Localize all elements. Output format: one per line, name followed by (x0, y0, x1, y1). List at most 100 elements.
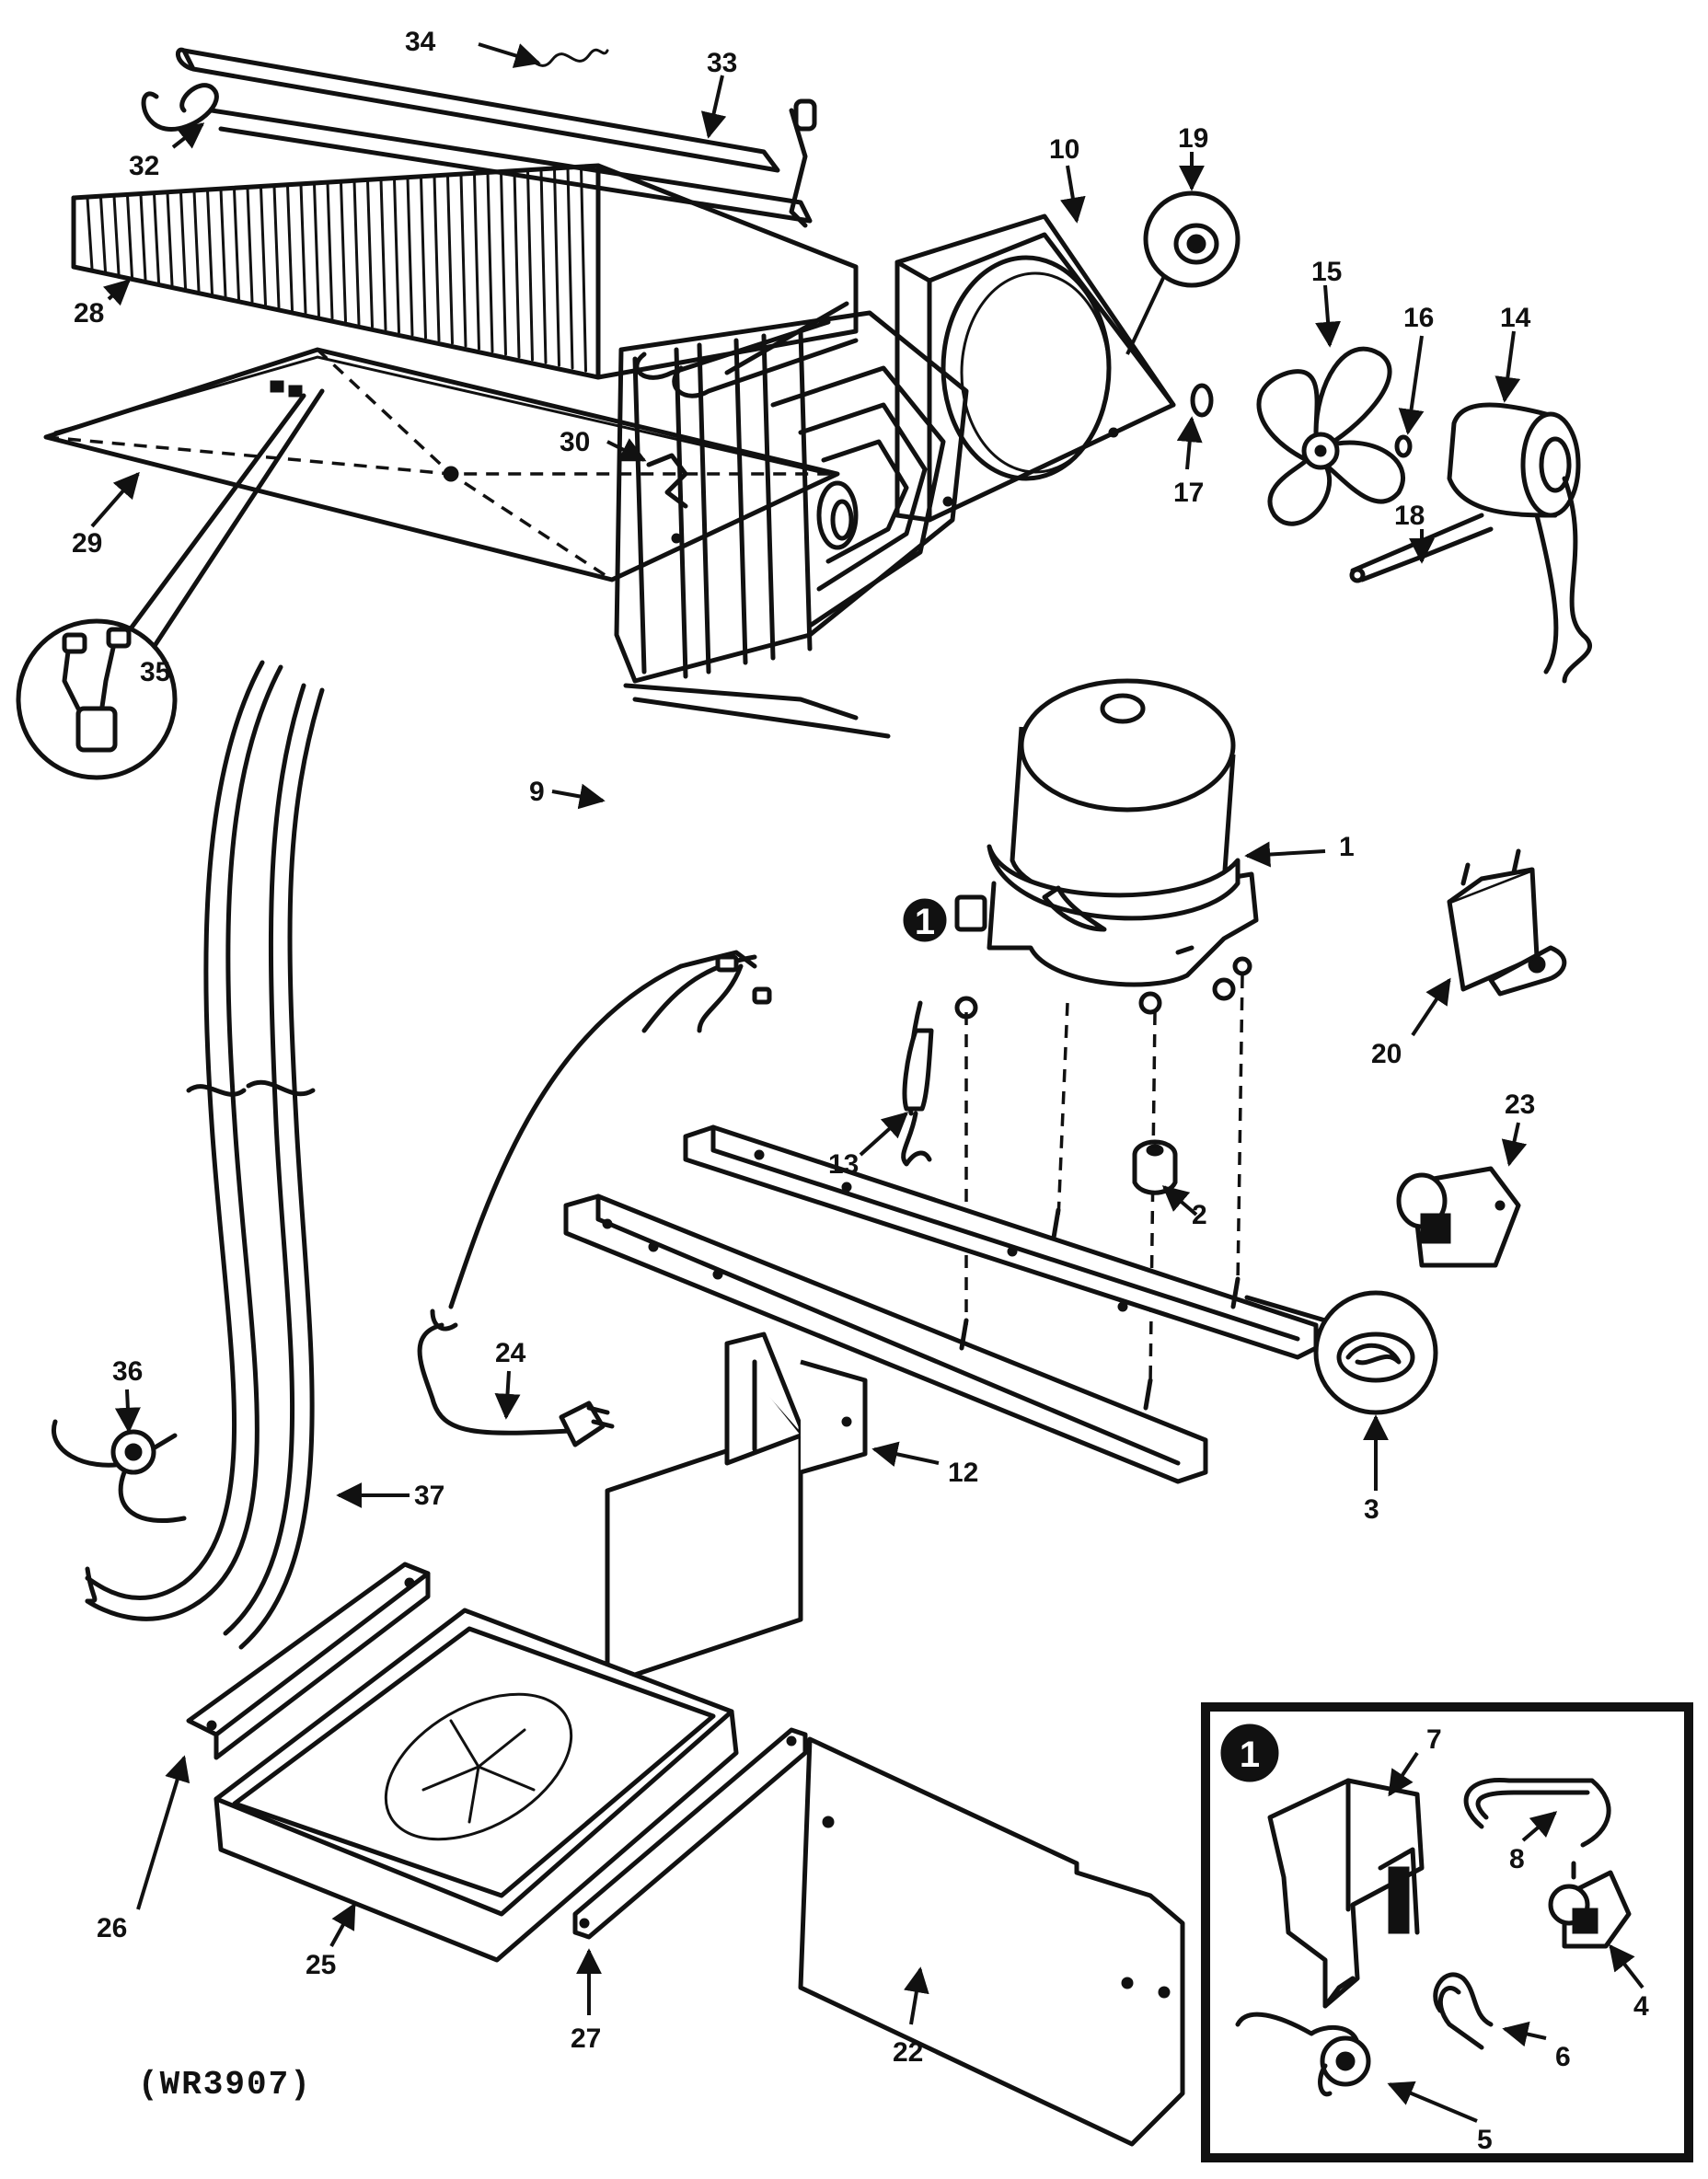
inset-badge: 1 (1240, 1735, 1260, 1775)
callout-14: 14 (1500, 303, 1531, 333)
callout-32: 32 (129, 151, 159, 181)
coil-fin (486, 171, 494, 353)
callout-29: 29 (72, 528, 102, 559)
callout-3: 3 (1364, 1494, 1379, 1525)
detail-circle-19 (1125, 190, 1241, 418)
callout-10: 10 (1049, 134, 1079, 165)
callout-7: 7 (1426, 1724, 1442, 1755)
detail-circle-3 (1244, 1290, 1438, 1415)
callout-26: 26 (97, 1913, 127, 1943)
callout-23: 23 (1505, 1090, 1535, 1120)
callout-25: 25 (306, 1950, 336, 1980)
drain-tube (52, 660, 325, 1650)
callout-19: 19 (1178, 123, 1208, 154)
fan-motor (1349, 402, 1592, 684)
cover-panel (798, 1736, 1185, 2147)
callout-labels: 1 2 3 4 5 6 7 8 9 10 12 13 14 15 16 17 1… (72, 27, 1649, 2155)
evaporator-coil (71, 163, 859, 398)
coil-fin (420, 176, 427, 340)
coil-fin (352, 179, 361, 326)
callout-9: 9 (529, 777, 545, 807)
coil-fin (153, 192, 160, 284)
coil-fin (112, 194, 121, 276)
coil-fin (580, 166, 587, 373)
coil-fin (513, 169, 521, 359)
coil-fin (286, 184, 294, 312)
coil-fin (86, 196, 94, 271)
mounting-lines (964, 974, 1244, 1386)
drain-pan (186, 1562, 739, 1963)
base-rails (563, 1124, 1319, 1484)
callout-13: 13 (828, 1149, 859, 1180)
callout-33: 33 (707, 48, 737, 78)
compressor (903, 678, 1259, 1020)
coil-fin (139, 192, 147, 282)
coil-fin (340, 180, 347, 323)
coil-fin (206, 189, 214, 295)
grommet (1132, 1139, 1178, 1195)
coil-fin (446, 174, 454, 345)
coil-fin (406, 176, 414, 337)
callout-20: 20 (1371, 1039, 1402, 1069)
callout-22: 22 (893, 2037, 923, 2068)
filter-drier (901, 1000, 934, 1167)
coil-fin (246, 186, 254, 304)
callout-2: 2 (1192, 1200, 1207, 1230)
mounting-plate (605, 1332, 868, 1687)
callout-28: 28 (74, 298, 104, 329)
coil-fin (126, 193, 133, 279)
callout-27: 27 (571, 2023, 601, 2054)
coil-fin (459, 173, 467, 348)
overload (1396, 1166, 1521, 1268)
callout-37: 37 (414, 1481, 444, 1511)
callout-1: 1 (1339, 832, 1355, 862)
coil-fin (539, 167, 548, 364)
coil-fin (473, 172, 480, 351)
callout-8: 8 (1509, 1844, 1525, 1874)
condenser (614, 310, 969, 1033)
detail-circle-35 (16, 618, 178, 780)
coil-fin (379, 178, 387, 331)
callout-24: 24 (495, 1338, 526, 1368)
coil-fin (233, 187, 240, 301)
power-cord (417, 950, 772, 1447)
coil-fin (326, 181, 334, 320)
callout-5: 5 (1477, 2125, 1493, 2155)
coil-fin (313, 182, 320, 317)
top-tube-assembly (141, 47, 817, 228)
relay-cover (1447, 848, 1567, 997)
callout-17: 17 (1173, 478, 1204, 508)
coil-fin (192, 190, 201, 293)
coil-fin (272, 184, 281, 309)
callout-36: 36 (112, 1356, 143, 1387)
callout-34: 34 (405, 27, 436, 57)
coil-fin (366, 179, 374, 329)
callout-15: 15 (1311, 257, 1342, 287)
drawing-code: (WR3907) (138, 2066, 312, 2104)
coil-fin (433, 175, 441, 342)
coil-fin (566, 167, 574, 370)
compressor-badge: 1 (915, 902, 935, 942)
callout-12: 12 (948, 1458, 978, 1488)
callout-6: 6 (1555, 2042, 1571, 2072)
fan-blade (1256, 346, 1405, 526)
coil-fin (166, 191, 174, 287)
rail-27 (572, 1727, 808, 1940)
callout-4: 4 (1633, 1991, 1649, 2022)
coil-fin (526, 168, 534, 362)
callout-18: 18 (1394, 501, 1425, 531)
inset-box: 1 (1201, 1702, 1693, 2162)
coil-fin (260, 185, 267, 306)
coil-fin (179, 190, 187, 290)
coil-fin (299, 183, 307, 315)
leader-arrows (90, 42, 1645, 2123)
coil-fin (99, 195, 107, 273)
callout-30: 30 (560, 427, 590, 457)
callout-16: 16 (1403, 303, 1434, 333)
coil-fin (500, 170, 507, 356)
coil-fin (219, 188, 227, 298)
callout-35: 35 (140, 657, 170, 687)
coil-fin (393, 177, 400, 334)
coil-fin (553, 167, 560, 367)
